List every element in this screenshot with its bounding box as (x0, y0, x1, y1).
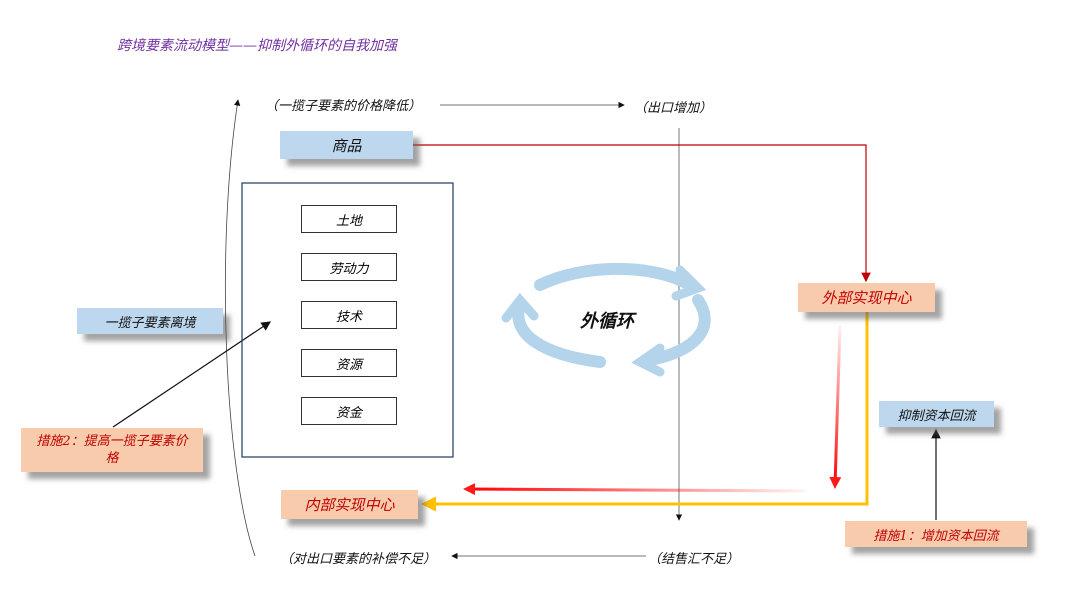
suppress-capital-box: 抑制资本回流 (879, 401, 994, 427)
measure1-box: 措施1：增加资本回流 (845, 521, 1027, 547)
goods-to-external-line (413, 144, 871, 283)
note-insufficient-compensation: （对出口要素的补偿不足） (280, 552, 437, 567)
external-center-box: 外部实现中心 (798, 283, 935, 312)
measure2-arrow (112, 321, 271, 428)
factor-outflow-box: 一揽子要素离境 (77, 308, 223, 334)
goods-box: 商品 (280, 131, 413, 159)
external-to-internal-yellow (421, 312, 869, 512)
factor-technology: 技术 (301, 301, 397, 329)
factor-land: 土地 (301, 205, 397, 233)
internal-center-box: 内部实现中心 (281, 490, 418, 519)
factors-container (241, 182, 454, 458)
cycle-arrows-icon (501, 262, 711, 377)
measure2-box: 措施2：提高一揽子要素价格 (21, 428, 203, 472)
page-title: 跨境要素流动模型——抑制外循环的自我加强 (117, 38, 397, 54)
factor-capital: 资金 (301, 397, 397, 425)
red-vertical-arrow (829, 324, 842, 489)
factor-resources: 资源 (301, 349, 397, 377)
note-insufficient-fx-settlement: （结售汇不足） (648, 552, 740, 567)
left-curve-arrow (224, 99, 256, 557)
cycle-label: 外循环 (580, 311, 634, 332)
factor-labor: 劳动力 (301, 253, 397, 281)
note-price-decrease: （一揽子要素的价格降低） (265, 99, 422, 114)
red-horizontal-arrow (463, 483, 806, 496)
note-export-increase: （出口增加） (634, 101, 713, 116)
